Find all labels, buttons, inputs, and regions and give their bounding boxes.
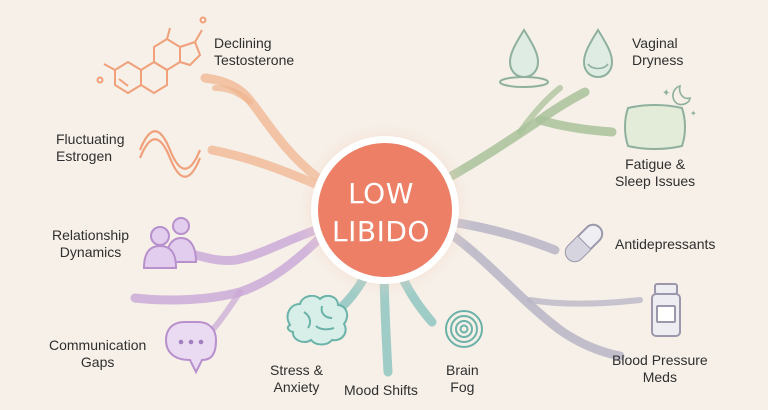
- sine-wave-icon: [138, 130, 202, 178]
- node-brain-fog: Brain Fog: [446, 362, 479, 395]
- branch-bp-twig: [527, 297, 643, 307]
- pill-capsule-icon: [564, 223, 604, 263]
- branch-bp: [443, 227, 625, 361]
- speech-bubble-icon: [164, 321, 218, 375]
- pillow-moon-icon: ✦ ✦: [624, 84, 697, 150]
- branch-vaginal: [443, 87, 590, 183]
- node-communication-gaps: Communication Gaps: [49, 337, 147, 370]
- svg-text:✦: ✦: [690, 109, 697, 118]
- branch-vaginal-twig: [517, 85, 563, 135]
- node-stress-anxiety: Stress & Anxiety: [270, 362, 323, 395]
- center-title: LOW LIBIDO: [325, 175, 437, 251]
- branches: [130, 73, 643, 377]
- branch-fatigue: [535, 115, 617, 137]
- branch-relationship: [190, 223, 327, 265]
- water-drops-icon: [499, 28, 614, 88]
- brain-icon: [286, 294, 349, 346]
- node-mood-shifts: Mood Shifts: [344, 382, 418, 398]
- node-declining-testosterone: Declining Testosterone: [214, 35, 295, 68]
- testosterone-molecule-icon: [96, 16, 207, 94]
- couple-icon: [142, 217, 198, 269]
- node-blood-pressure-meds: Blood Pressure Meds: [612, 352, 708, 385]
- center-node: [295, 120, 475, 300]
- node-vaginal-dryness: Vaginal Dryness: [632, 35, 684, 68]
- svg-text:✦: ✦: [662, 88, 670, 99]
- branch-testosterone-twig: [212, 85, 253, 105]
- node-fatigue-sleep: Fatigue & Sleep Issues: [615, 156, 696, 189]
- node-antidepressants: Antidepressants: [615, 236, 716, 252]
- center-title-line: LIBIDO: [332, 215, 430, 248]
- center-title-line: LOW: [348, 177, 414, 210]
- node-relationship-dynamics: Relationship Dynamics: [52, 227, 130, 260]
- spiral-icon: [445, 310, 483, 348]
- node-fluctuating-estrogen: Fluctuating Estrogen: [56, 131, 125, 164]
- medicine-bottle-icon: [651, 283, 681, 337]
